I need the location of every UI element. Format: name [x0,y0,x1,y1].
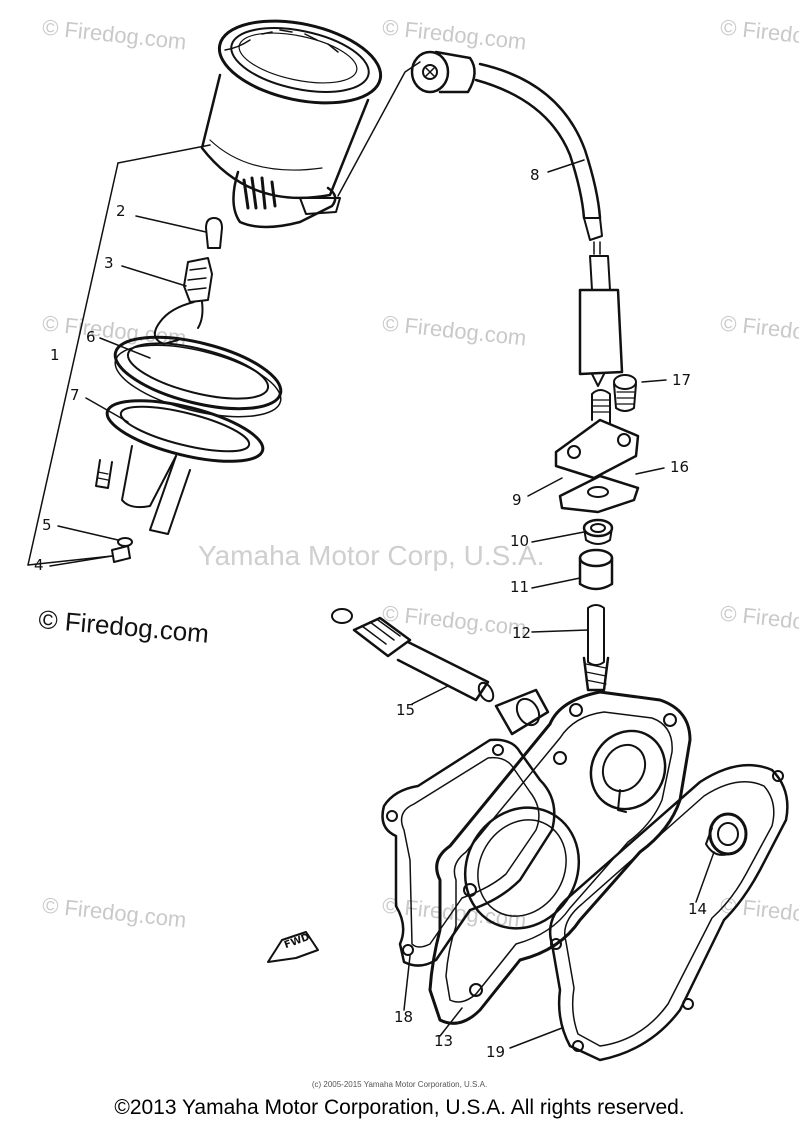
speedometer-cable-8 [337,50,624,387]
callout-12: 12 [512,624,532,642]
ring-6 [113,335,283,418]
callout-10: 10 [510,532,530,550]
gasket-18 [381,738,556,967]
gasket-19 [548,763,789,1062]
nut-4 [111,545,131,563]
callout-9: 9 [512,491,522,509]
callout-7: 7 [70,386,80,404]
callout-13: 13 [434,1032,454,1050]
callout-18: 18 [394,1008,414,1026]
callout-5: 5 [42,516,52,534]
gasket-16 [558,474,640,514]
bolt-17 [613,374,637,412]
callout-4: 4 [34,556,44,574]
drive-housing-9 [554,389,640,480]
oil-seal-14 [705,812,748,856]
watermark-corp: Yamaha Motor Corp, U.S.A. [198,540,545,571]
bushing-11 [578,548,614,591]
leader-bracket-1 [27,144,211,567]
washer-5 [117,537,133,547]
copyright-footer: ©2013 Yamaha Motor Corporation, U.S.A. A… [114,1096,685,1119]
callout-8: 8 [530,166,540,184]
callout-11: 11 [510,578,530,596]
callout-3: 3 [104,254,114,272]
fwd-arrow-icon [267,931,319,963]
leader-lines [403,159,715,1049]
callout-14: 14 [688,900,708,918]
oil-seal-10 [582,518,614,545]
drive-gear-12 [582,604,610,692]
bulb-socket-3 [153,257,213,345]
bracket-7 [95,399,265,535]
crankcase-cover-13 [428,690,692,1025]
fine-print: (c) 2005-2015 Yamaha Motor Corporation, … [311,1080,488,1089]
callout-2: 2 [116,202,126,220]
speedometer-unit [200,19,383,229]
callout-19: 19 [486,1043,506,1061]
callout-1: 1 [50,346,60,364]
callout-15: 15 [396,701,416,719]
bulb-2 [205,217,223,249]
callout-17: 17 [672,371,692,389]
callout-6: 6 [86,328,96,346]
callout-16: 16 [670,458,690,476]
worm-shaft-15 [331,608,550,736]
